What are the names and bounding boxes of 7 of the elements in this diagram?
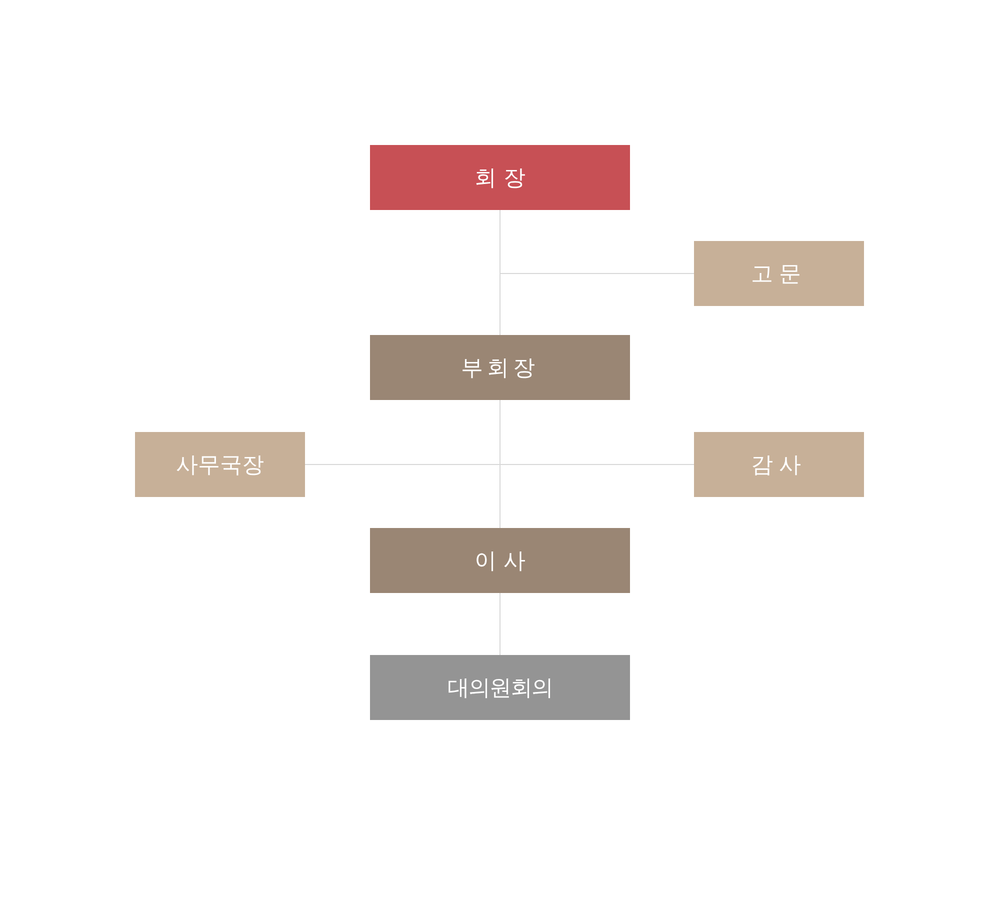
- assembly-box: 대의원회의: [370, 655, 630, 720]
- auditor-box: 감사: [694, 432, 864, 497]
- vice-chairman-box: 부회장: [370, 335, 630, 400]
- advisor-box: 고문: [694, 241, 864, 306]
- chairman-box: 회 장: [370, 145, 630, 210]
- director-box: 이 사: [370, 528, 630, 593]
- secretary-box: 사무국장: [135, 432, 305, 497]
